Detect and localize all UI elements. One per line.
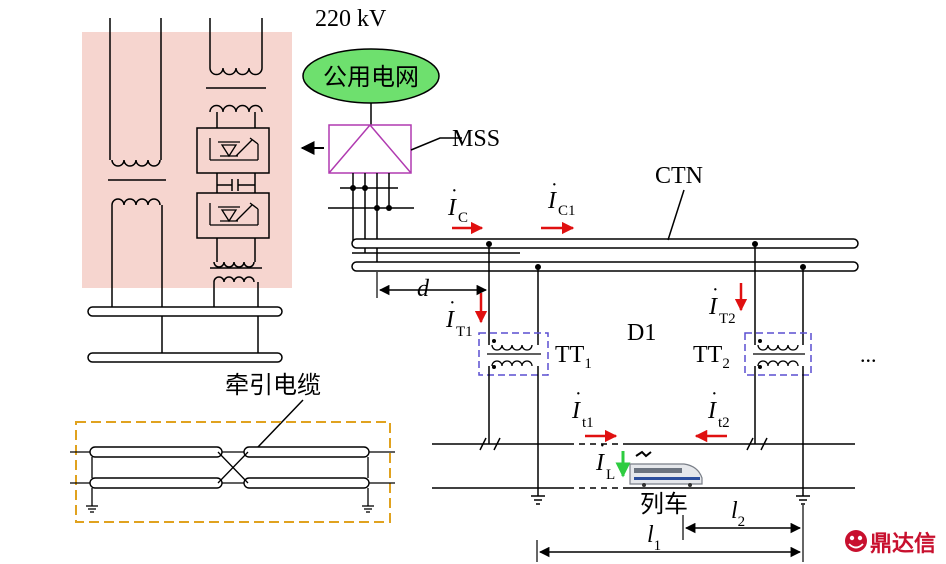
svg-text:·: · <box>599 435 606 457</box>
coil-output-primary <box>213 261 255 268</box>
svg-text:t1: t1 <box>582 415 594 431</box>
svg-text:t2: t2 <box>718 415 730 431</box>
svg-text:L: L <box>606 467 615 483</box>
substation-busbars <box>87 306 283 363</box>
substation-block <box>82 18 292 363</box>
train-label: 列车 <box>640 490 688 518</box>
svg-text:I: I <box>595 450 605 476</box>
svg-text:T1: T1 <box>456 324 473 340</box>
traction-cable-detail <box>70 421 395 523</box>
current-ic: · I C <box>447 180 468 226</box>
rail-ground-right <box>796 488 810 505</box>
svg-text:I: I <box>571 398 581 424</box>
svg-text:T2: T2 <box>719 311 736 327</box>
watermark-logo: 鼎达信 <box>845 530 936 557</box>
distance-d-label: d <box>417 276 430 302</box>
ctn-cables <box>351 238 859 272</box>
mss-label: MSS <box>452 126 500 152</box>
converter-upper <box>196 127 270 174</box>
rail-ground-left <box>531 488 545 505</box>
l1-label: l1 <box>647 522 661 554</box>
ellipsis-label: ... <box>860 342 877 367</box>
mss-transformer <box>328 124 412 174</box>
svg-text:·: · <box>451 180 458 202</box>
svg-text:·: · <box>711 383 718 405</box>
current-it2-small: · I t2 <box>707 383 730 431</box>
current-it1-small: · I t1 <box>571 383 594 431</box>
svg-text:I: I <box>547 188 557 214</box>
watermark-text: 鼎达信 <box>870 531 936 557</box>
voltage-label: 220 kV <box>315 6 387 32</box>
current-il: · I L <box>595 435 615 483</box>
svg-text:I: I <box>708 294 718 320</box>
traction-cable-label: 牵引电缆 <box>225 371 321 399</box>
coil-right-secondary <box>209 104 263 113</box>
current-ic1: · I C1 <box>547 174 576 219</box>
svg-text:I: I <box>707 398 717 424</box>
l2-label: l2 <box>731 498 745 530</box>
svg-text:·: · <box>575 383 582 405</box>
train-icon <box>629 450 703 487</box>
tt1-transformer <box>478 241 549 488</box>
tt1-label: TT1 <box>555 342 592 372</box>
svg-text:I: I <box>447 195 457 221</box>
current-it2-big: · I T2 <box>708 279 736 327</box>
svg-text:C: C <box>458 210 468 226</box>
svg-text:I: I <box>445 307 455 333</box>
substation-background <box>82 32 292 288</box>
rail-lines <box>432 437 855 489</box>
mss-output-lines <box>328 173 414 269</box>
coil-output-secondary <box>213 276 255 283</box>
public-grid-label: 公用电网 <box>323 63 419 91</box>
ctn-label: CTN <box>655 163 703 189</box>
svg-text:·: · <box>551 174 558 196</box>
tt2-label: TT2 <box>693 342 730 372</box>
coil-right-primary <box>209 67 263 76</box>
coil-left-primary <box>111 159 161 167</box>
d1-label: D1 <box>627 320 656 346</box>
svg-text:C1: C1 <box>558 203 576 219</box>
current-it1-big: · I T1 <box>445 292 473 340</box>
svg-text:·: · <box>712 279 719 301</box>
svg-text:·: · <box>449 292 456 314</box>
tt2-transformer <box>744 241 812 488</box>
coil-left-secondary <box>111 198 161 206</box>
converter-lower <box>196 192 270 239</box>
